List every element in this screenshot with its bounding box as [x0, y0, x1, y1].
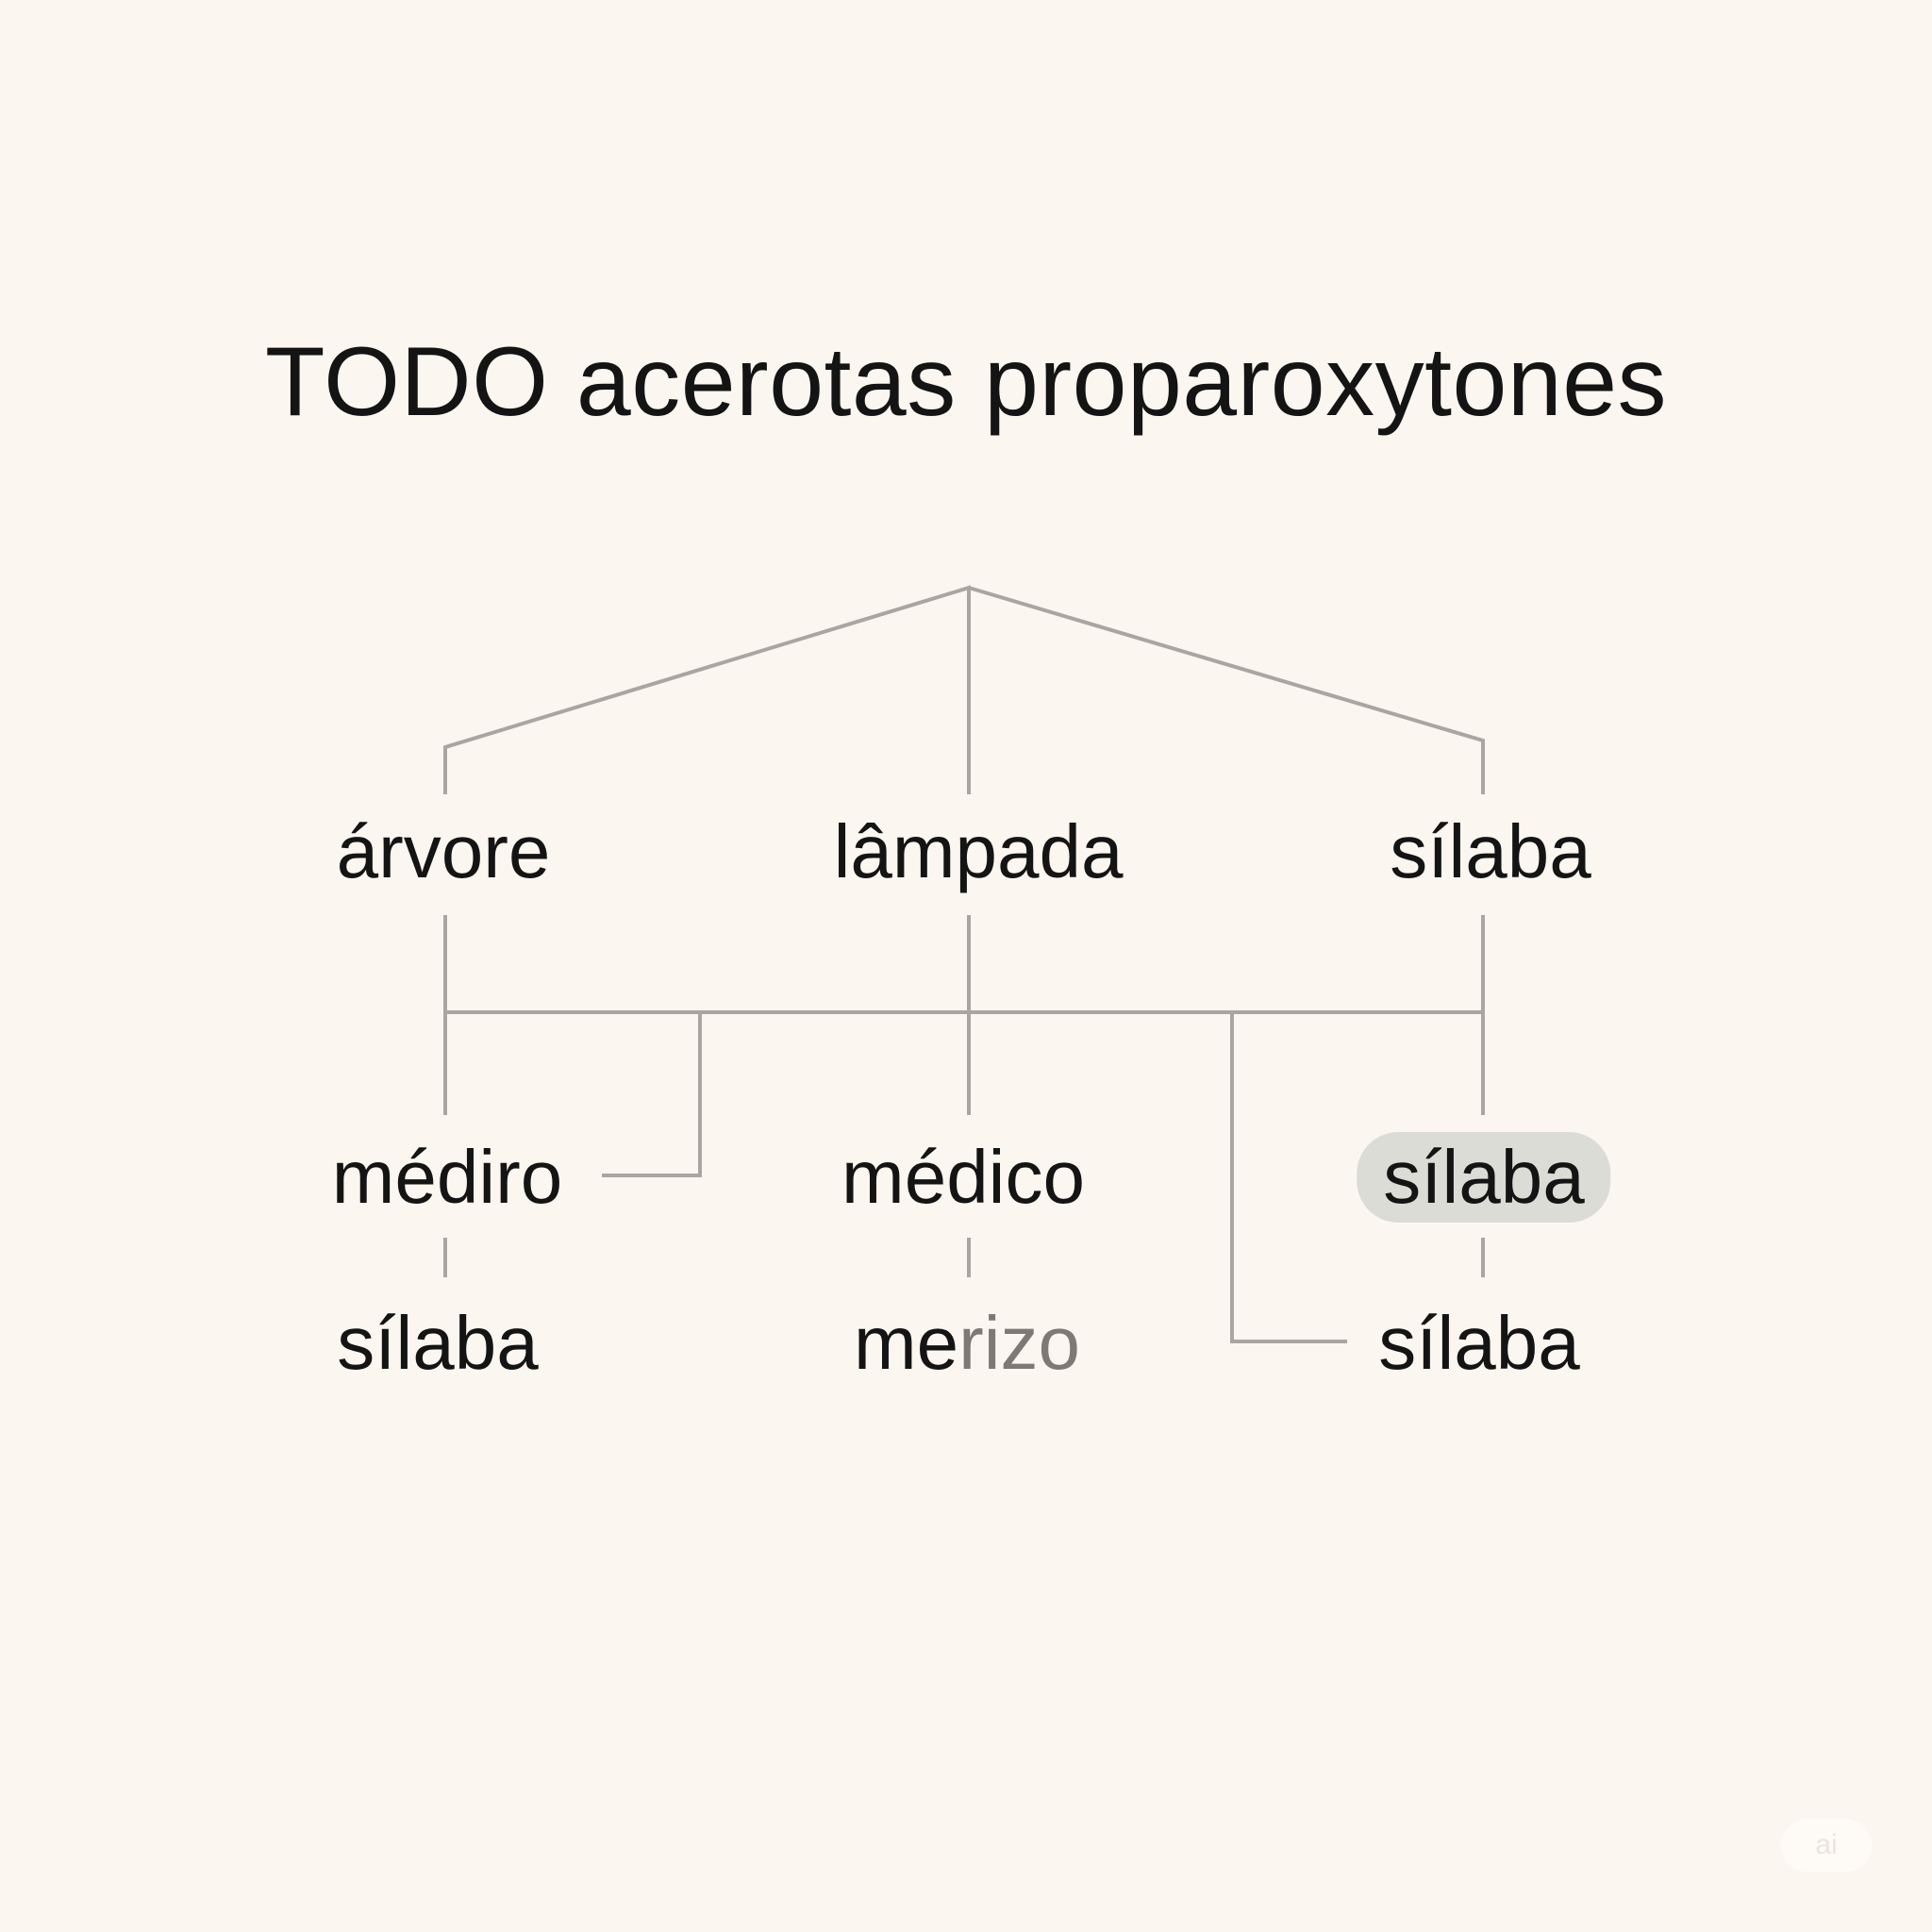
node-silaba-top: sílaba — [1390, 809, 1591, 893]
node-merizo-prefix: me — [853, 1301, 959, 1385]
node-mediro: médiro — [331, 1135, 563, 1219]
watermark-badge: ai — [1781, 1819, 1872, 1872]
node-silaba-bottom-right: sílaba — [1378, 1301, 1580, 1385]
node-silaba-bottom-left: sílaba — [337, 1301, 539, 1385]
diagram-title: TODO acerotas proparoxytones — [264, 327, 1668, 437]
node-arvore: árvore — [336, 809, 551, 893]
connector-branch-silaba — [1230, 1012, 1347, 1343]
connector-branch-mediro — [602, 1012, 702, 1177]
node-silaba-highlighted: sílaba — [1357, 1132, 1611, 1223]
node-merizo-suffix: rizo — [958, 1301, 1081, 1385]
node-lampada: lâmpada — [833, 809, 1124, 893]
node-merizo: merizo — [854, 1298, 1080, 1389]
node-medico: médico — [841, 1135, 1085, 1219]
connector-root-left — [443, 585, 971, 794]
connector-root-right — [968, 586, 1485, 794]
